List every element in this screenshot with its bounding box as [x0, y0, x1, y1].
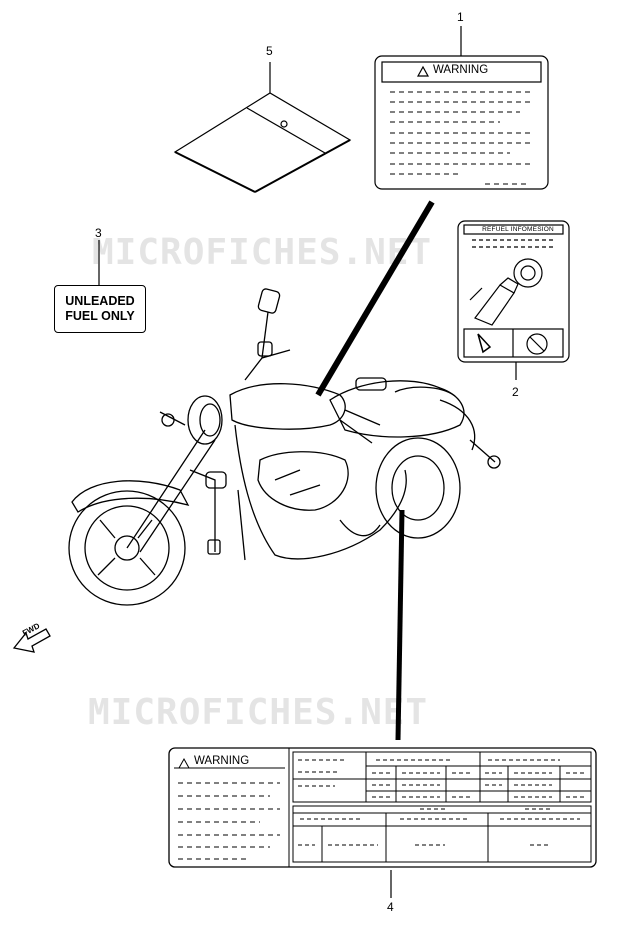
part-5-manual — [173, 62, 352, 193]
watermark-bottom: MICROFICHES.NET — [88, 692, 429, 733]
part-4-leader-thick — [395, 509, 405, 741]
label-2-title: REFUEL INFOMESION — [482, 226, 554, 233]
callout-3: 3 — [95, 226, 102, 240]
part-4-warning-label — [168, 747, 597, 898]
part-2-refuel-label — [457, 220, 570, 380]
label-3-line1: UNLEADED — [65, 294, 135, 308]
fuel-nozzle-icon — [469, 258, 543, 326]
forward-arrow-icon — [12, 628, 51, 653]
label-3-unleaded: UNLEADED FUEL ONLY — [54, 285, 146, 333]
callout-1: 1 — [457, 10, 464, 24]
motorcycle-illustration — [68, 288, 501, 606]
callout-5: 5 — [266, 44, 273, 58]
warning-triangle-icon-2 — [178, 757, 190, 769]
part-1-warning-label — [315, 26, 549, 397]
watermark-top: MICROFICHES.NET — [92, 232, 433, 273]
label-4-title: WARNING — [194, 755, 250, 767]
warning-triangle-icon — [416, 65, 430, 77]
callout-2: 2 — [512, 385, 519, 399]
label-3-line2: FUEL ONLY — [65, 309, 135, 323]
label-1-title: WARNING — [433, 64, 489, 76]
no-fire-icon — [526, 333, 548, 355]
callout-4: 4 — [387, 900, 394, 914]
